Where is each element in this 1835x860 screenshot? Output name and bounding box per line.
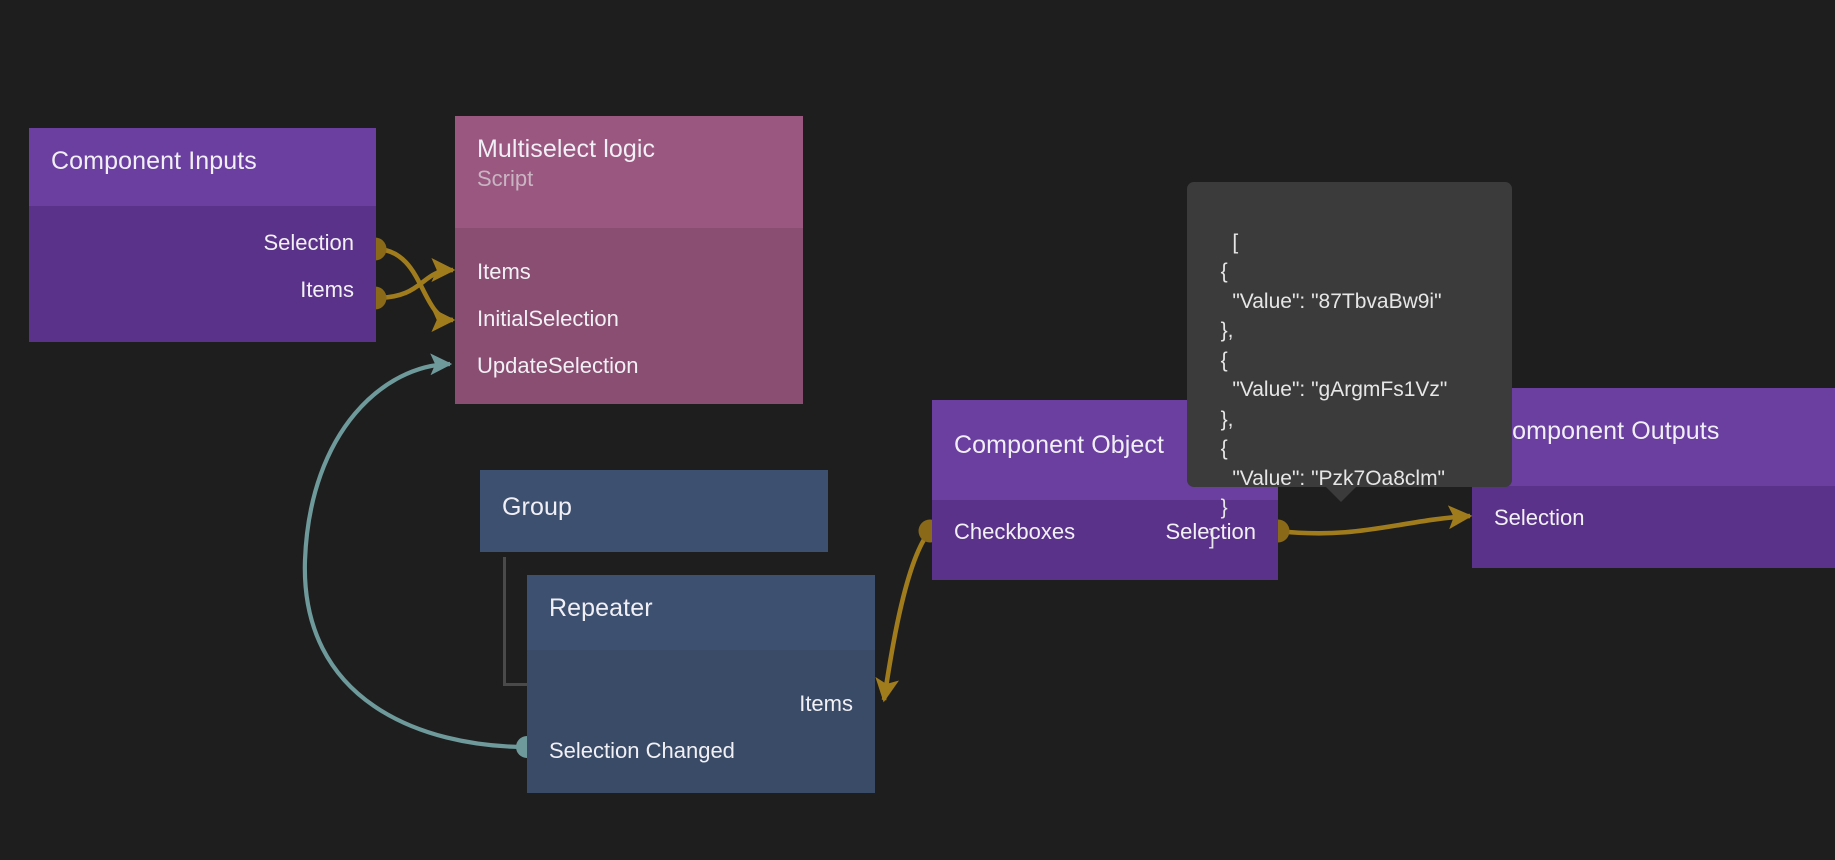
node-body-repeater: Items Selection Changed [527,650,875,793]
port-label-selection: Selection [263,229,354,255]
port-label-initialselection: InitialSelection [477,305,619,331]
port-row-items-input[interactable]: Items [455,248,803,295]
port-label-checkboxes: Checkboxes [954,518,1076,544]
port-row-checkboxes[interactable]: Checkboxes Selection [932,508,1278,555]
port-label-selection-changed: Selection Changed [549,737,735,763]
port-label-items: Items [300,276,354,302]
node-group[interactable]: Group [480,470,828,552]
node-header-group: Group [480,470,828,552]
node-subtitle: Script [477,166,534,191]
node-title: Group [502,493,572,521]
wire-items-to-items [363,258,456,310]
json-tooltip-arrow [1325,486,1357,502]
node-title: Multiselect logic [477,135,656,163]
node-header-component-outputs: Component Outputs [1472,388,1835,486]
node-title: Component Object [954,431,1165,459]
node-title: Component Inputs [51,147,257,175]
node-title: Component Outputs [1494,417,1720,445]
port-row-output-selection[interactable]: Selection [1472,494,1835,541]
json-tooltip-text: [ { "Value": "87TbvaBw9i" }, { "Value": … [1209,230,1448,549]
node-header-multiselect-logic: Multiselect logic Script [455,116,803,228]
node-header-repeater: Repeater [527,575,875,650]
node-body-component-outputs: Selection [1472,486,1835,568]
port-label-items: Items [799,690,853,716]
json-value-tooltip: [ { "Value": "87TbvaBw9i" }, { "Value": … [1187,182,1512,549]
node-body-component-inputs: Selection Items [29,206,376,342]
wire-selection-to-initialselection [363,237,456,332]
port-row-repeater-items-output[interactable]: Items [527,680,875,727]
node-body-multiselect-logic: Items InitialSelection UpdateSelection [455,228,803,404]
node-body-component-object: Checkboxes Selection [932,500,1278,580]
node-component-outputs[interactable]: Component Outputs Selection [1472,388,1835,568]
port-label-items: Items [477,258,531,284]
wire-objectselection-to-outputselection [1266,505,1473,543]
port-row-selection-changed-input[interactable]: Selection Changed [527,727,875,774]
group-tree-connector [503,557,537,686]
port-label-selection: Selection [1494,504,1585,530]
node-multiselect-logic[interactable]: Multiselect logic Script Items InitialSe… [455,116,803,404]
node-repeater[interactable]: Repeater Items Selection Changed [527,575,875,793]
node-component-inputs[interactable]: Component Inputs Selection Items [29,128,376,342]
port-row-selection-output[interactable]: Selection [29,219,376,266]
port-row-items-output[interactable]: Items [29,266,376,313]
node-header-component-inputs: Component Inputs [29,128,376,206]
port-row-initialselection-input[interactable]: InitialSelection [455,295,803,342]
port-label-updateselection: UpdateSelection [477,352,639,378]
port-row-updateselection-input[interactable]: UpdateSelection [455,342,803,389]
port-label-object-selection: Selection [1165,519,1256,545]
node-title: Repeater [549,594,653,622]
